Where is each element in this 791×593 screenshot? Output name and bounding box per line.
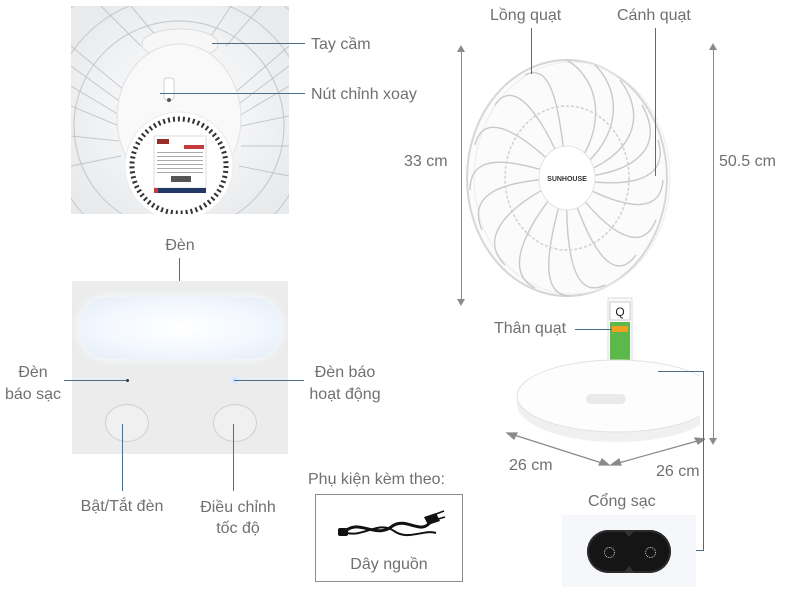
- rotation-knob-leader-line: [160, 93, 305, 94]
- charging-port-leader-h2: [688, 550, 704, 551]
- base-dimension-lines: [505, 432, 705, 466]
- label-rotation-knob: Nút chỉnh xoay: [311, 86, 417, 103]
- label-charging-port: Cổng sạc: [588, 493, 656, 510]
- blade-leader-line: [655, 28, 656, 176]
- port-pin-left: [604, 547, 615, 558]
- accessory-label-power-cord: Dây nguồn: [350, 556, 428, 573]
- total-height-dimension-line: [713, 48, 714, 441]
- label-speed-adjust-line1: Điều chỉnh: [200, 499, 276, 516]
- power-cord-icon: [338, 510, 446, 536]
- label-speed-adjust-line2: tốc độ: [216, 520, 260, 537]
- handle-leader-line: [212, 43, 305, 44]
- label-charge-indicator-line2: báo sạc: [4, 386, 62, 403]
- arrow-down-icon: [457, 299, 465, 306]
- control-panel-photo: [72, 281, 288, 454]
- label-blade: Cánh quạt: [617, 7, 691, 24]
- charging-port-leader-h1: [658, 371, 703, 372]
- arrow-up-icon: [457, 45, 465, 52]
- label-total-height: 50.5 cm: [719, 153, 776, 170]
- fan-back-photo: [71, 6, 289, 214]
- fan-back-illustration: [71, 6, 289, 214]
- label-speed-adjust: Điều chỉnh tốc độ: [188, 497, 288, 539]
- arrow-up-icon: [709, 43, 717, 50]
- label-head-height: 33 cm: [404, 153, 448, 170]
- charging-port-leader-v: [703, 371, 704, 550]
- lamp-light: [79, 297, 281, 359]
- label-handle: Tay cầm: [311, 36, 371, 53]
- cage-leader-line: [531, 28, 532, 74]
- light-toggle-leader-line: [122, 424, 123, 491]
- label-activity-indicator-line1: Đèn báo: [314, 364, 376, 381]
- accessory-item: Dây nguồn: [315, 494, 463, 582]
- charge-indicator-dot: [126, 379, 129, 382]
- label-activity-indicator: Đèn báo hoạt động: [302, 362, 388, 406]
- port-notch-bottom: [623, 566, 635, 573]
- activity-indicator-leader-line: [234, 380, 304, 381]
- charging-port-socket: [587, 530, 671, 573]
- label-base-depth: 26 cm: [656, 463, 700, 480]
- label-activity-indicator-line2: hoạt động: [309, 386, 381, 403]
- brand-logo: SUNHOUSE: [547, 176, 587, 183]
- charging-port-photo: [562, 515, 696, 587]
- label-base-width: 26 cm: [509, 457, 553, 474]
- fan-front-illustration: SUNHOUSE Q: [466, 59, 700, 442]
- label-charge-indicator: Đèn báo sạc: [0, 362, 66, 406]
- label-body: Thân quạt: [494, 320, 567, 337]
- light-toggle-button[interactable]: [105, 404, 149, 442]
- arrow-down-icon: [709, 438, 717, 445]
- port-notch-top: [623, 530, 635, 537]
- label-cage: Lồng quạt: [490, 7, 562, 24]
- head-height-dimension-line: [461, 50, 462, 300]
- label-light-toggle: Bật/Tắt đèn: [80, 498, 164, 515]
- label-lamp: Đèn: [165, 237, 195, 254]
- speed-adjust-button[interactable]: [213, 404, 257, 442]
- speed-adjust-leader-line: [233, 424, 234, 491]
- accessories-heading: Phụ kiện kèm theo:: [308, 471, 445, 488]
- charge-indicator-leader-line: [64, 380, 127, 381]
- port-pin-right: [645, 547, 656, 558]
- body-leader-line: [575, 329, 612, 330]
- svg-text:Q: Q: [615, 305, 624, 319]
- label-charge-indicator-line1: Đèn: [18, 364, 48, 381]
